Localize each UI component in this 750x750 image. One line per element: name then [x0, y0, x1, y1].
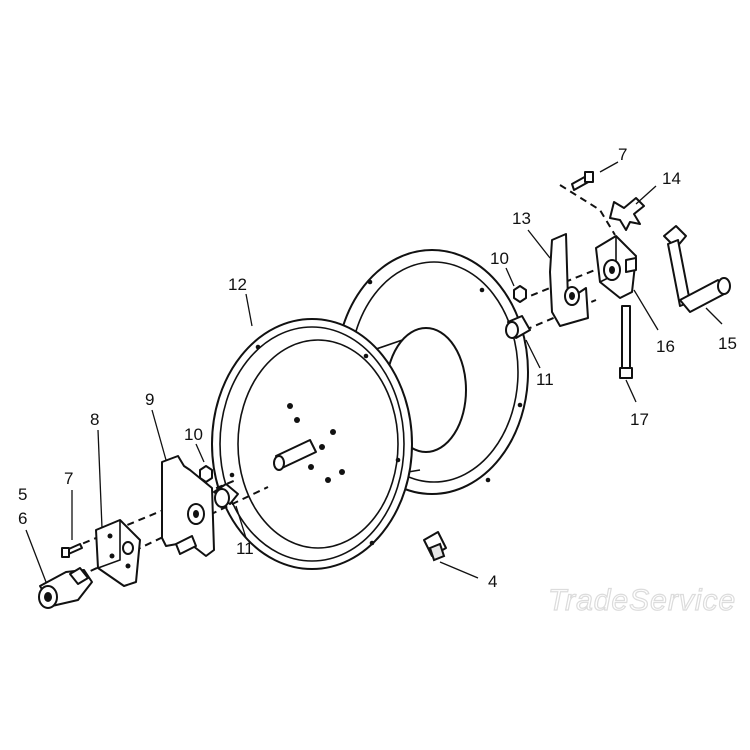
bearing-block	[95, 429, 141, 587]
callout-11-right: 11	[536, 370, 554, 389]
bolt-left	[61, 490, 83, 558]
callout-10-right: 10	[490, 249, 509, 268]
callout-10-left: 10	[184, 425, 203, 444]
nut-left	[195, 443, 213, 483]
callout-8: 8	[90, 410, 99, 429]
callout-15: 15	[718, 334, 737, 353]
callout-16: 16	[656, 337, 675, 356]
callout-6: 6	[18, 509, 27, 528]
bolt-right	[571, 161, 619, 191]
watermark: TradeService	[548, 584, 736, 617]
lock-pin	[619, 305, 637, 403]
nut-right	[505, 267, 527, 303]
hub-shaft	[273, 439, 317, 471]
callout-13: 13	[512, 209, 531, 228]
callout-11-left: 11	[236, 539, 254, 558]
callout-5: 5	[18, 485, 27, 504]
swivel-fitting	[423, 531, 479, 579]
leader-12	[245, 293, 253, 327]
bushing-right	[505, 315, 541, 369]
callout-12: 12	[228, 275, 247, 294]
callout-7-left: 7	[64, 469, 73, 488]
wing-knob	[609, 185, 657, 231]
hub-collar	[25, 529, 93, 609]
bushing-left	[213, 483, 247, 539]
left-bracket	[151, 409, 215, 557]
callout-7-right: 7	[618, 145, 627, 164]
callout-9: 9	[145, 390, 154, 409]
callout-17: 17	[630, 410, 649, 429]
callout-14: 14	[662, 169, 681, 188]
gear-housing	[595, 235, 659, 331]
crank-handle	[663, 225, 731, 325]
callout-4: 4	[488, 572, 497, 591]
right-bracket	[527, 229, 589, 327]
